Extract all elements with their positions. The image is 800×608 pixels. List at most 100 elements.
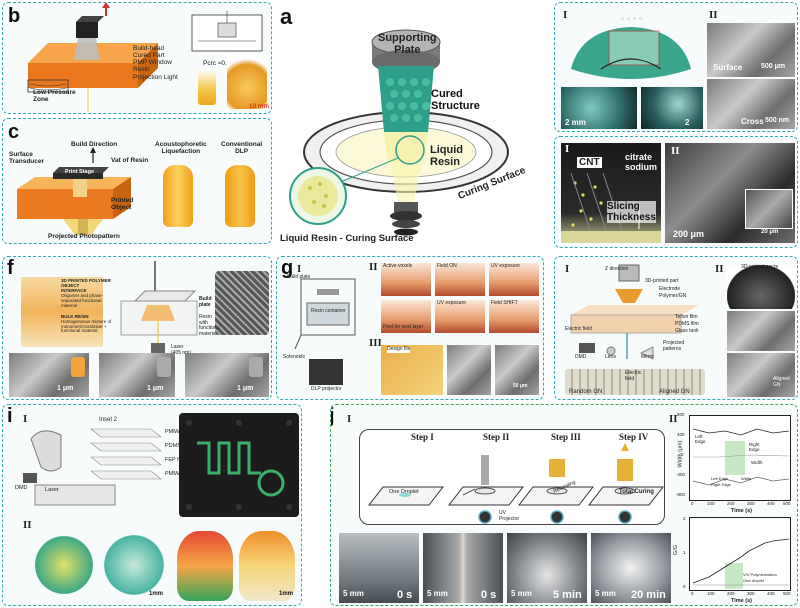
panel-label-i: i	[7, 405, 13, 427]
acoustophoretic-label: Acoustophoretic Liquefaction	[155, 141, 207, 156]
f-legend-item: 3D PRINTED POLYMER OBJECT	[61, 278, 111, 288]
f-cylinder-icon	[157, 357, 171, 377]
h-dmd-label: DMD	[575, 354, 587, 360]
pcrc-label: Pcrc ≈0.1h	[203, 60, 235, 67]
f-resin-label: Resin with functional material	[199, 314, 221, 337]
cliprinting-schematic	[27, 3, 158, 112]
f-legend-item: BULK RESIN	[61, 313, 89, 319]
panel-i: i I Inset 2 PMMA PDMS FEP film PMMA DMD …	[2, 404, 302, 606]
g-step-cell	[435, 300, 485, 333]
d-wound-scaffold-render	[571, 17, 691, 79]
j-chart2-ytick: 0	[683, 584, 686, 589]
i-scale-bar: 1mm	[279, 591, 294, 597]
g-sem-1	[447, 345, 491, 395]
i-layer-label: FEP film	[165, 457, 186, 463]
h-electrode-label: Electrode	[659, 286, 681, 292]
j-chart2-legend: One droplet	[743, 578, 764, 583]
j-chart1-xlabel: Time (s)	[731, 508, 752, 514]
j-photo-4	[591, 533, 671, 603]
e-cnt-schematic	[561, 172, 661, 243]
j-photo-time: 20 min	[631, 589, 666, 601]
i-heatmap-print	[239, 531, 295, 601]
h-teflon-label: Teflon film	[675, 314, 698, 320]
g-dlp-label: DLP projector	[311, 386, 342, 392]
f-legend-item: INTERFACE	[61, 287, 87, 293]
b-legend-item: Projection Light	[133, 73, 178, 81]
b-apparatus-diagram	[191, 11, 263, 52]
b-legend-item: Resin	[133, 66, 150, 74]
j-photo-1	[339, 533, 419, 603]
j-chart2-ytick: 2	[683, 516, 686, 521]
h-alignment-schematic	[570, 264, 699, 360]
h-roman-ii: II	[715, 263, 724, 275]
g-step-label: Field ON	[437, 263, 457, 269]
panel-e: e I CNT citrate sodium Slicing Thickness…	[554, 136, 798, 248]
d-scaffold-photo-1	[561, 87, 637, 129]
j-photo-2	[423, 533, 503, 603]
h-printed-part-label: 3D-printed part	[645, 278, 679, 284]
panel-h: h I Z direction 3D-printed part Electrod…	[554, 256, 798, 400]
j-photo-scale: 5 mm	[595, 589, 616, 598]
j-chart2-xtick: 400	[767, 591, 775, 596]
j-photo-scale: 5 mm	[427, 589, 448, 598]
j-chart2-xtick: 0	[691, 591, 694, 596]
j-step-label: Step III	[551, 432, 581, 442]
j-step-label: Step IV	[619, 432, 649, 442]
g-design-file-label: Design file	[387, 346, 411, 353]
panel-label-a: a	[280, 4, 293, 29]
panel-g: g I Build plate Resin container Solenoid…	[276, 256, 544, 400]
d-cross-label: Cross	[741, 117, 764, 126]
cnt-label: CNT	[577, 157, 602, 168]
g-scale-bar: 50 μm	[513, 383, 528, 389]
surface-transducer-label: Surface Transducer	[9, 151, 45, 166]
i-heatmap-render	[177, 531, 233, 601]
acoustophoretic-schematic	[17, 147, 131, 235]
low-pressure-zone-label: Low Pressure Zone	[33, 89, 76, 104]
d-scale-bar: 2	[685, 118, 690, 127]
h-nacre-photo	[727, 265, 795, 309]
b-legend-item: PMP Window	[133, 59, 172, 67]
b-scale-bar: 10 mm	[249, 103, 269, 110]
j-chart1-xtick: 0	[691, 501, 694, 506]
panel-j: j I Step I Step II Step III Step IV One …	[330, 404, 798, 606]
e-scale-bar: 200 μm	[673, 229, 705, 239]
j-step-label: Step II	[483, 432, 510, 442]
h-pdms-label: PDMS film	[675, 321, 699, 327]
j-chart2-xtick: 300	[747, 591, 755, 596]
d-surface-label: Surface	[713, 63, 743, 72]
j-chart1-ytick: 0	[681, 452, 684, 457]
j-photo-time: 0 s	[397, 589, 413, 601]
h-projected-label: Projected patterns	[663, 340, 685, 352]
conventional-print-photo	[225, 165, 255, 227]
j-chart2-xtick: 200	[727, 591, 735, 596]
i-layer-label: PDMS	[165, 443, 181, 449]
e-sem-inset	[745, 189, 793, 229]
h-lens-label: Lens	[605, 354, 616, 360]
h-roman-i: I	[565, 263, 570, 275]
i-layer-label: PMMA	[165, 429, 182, 435]
i-layer-label: PMMA	[165, 471, 182, 477]
h-electric-field-label: Electric field	[565, 326, 592, 332]
liquid-resin-caption: Liquid Resin - Curing Surface	[280, 233, 414, 244]
g-step-grid: Active voxels Field ON UV exposure Peel …	[381, 263, 539, 333]
j-step-label: Step I	[411, 432, 434, 442]
b-printed-cup-photo	[198, 69, 216, 105]
g-step-label: Active voxels	[383, 263, 413, 269]
j-chart1-xtick: 100	[707, 501, 715, 506]
h-nacre-label: 3D-printed nacre	[741, 264, 779, 270]
f-cylinder-icon	[71, 357, 85, 377]
print-stage-label: Print Stage	[65, 169, 95, 175]
j-roman-i: I	[347, 413, 352, 425]
h-aligned-label: Aligned GN	[659, 389, 690, 395]
panel-label-j: j	[331, 405, 335, 428]
acousto-print-photo	[163, 165, 193, 227]
g-step-cell	[435, 263, 485, 296]
h-zdir-label: Z direction	[605, 266, 629, 272]
panel-b: b Low Pressure Zone Build-head Cured Par…	[2, 2, 272, 114]
j-chart1-xtick: 300	[747, 501, 755, 506]
i-laser-label: Laser	[45, 487, 59, 493]
j-steps-box	[359, 429, 665, 525]
panel-label-f: f	[7, 257, 14, 279]
e-scale-bar: 20 μm	[761, 229, 779, 235]
b-printed-lamp-photo	[227, 55, 267, 109]
